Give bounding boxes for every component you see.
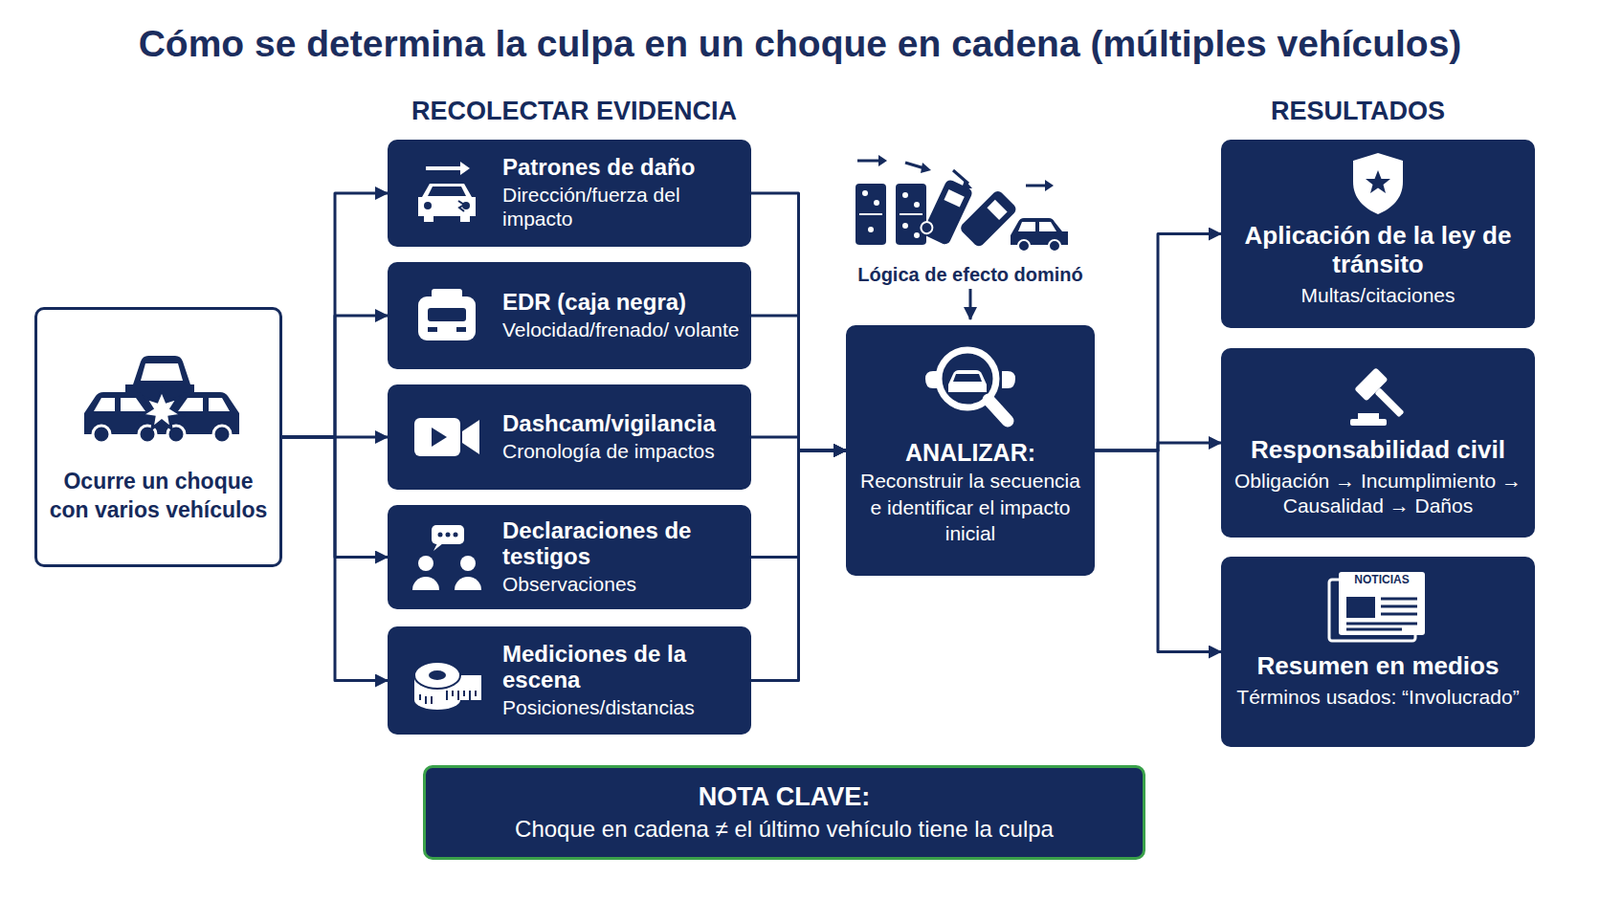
icon <box>408 523 486 593</box>
start-box: Ocurre un choque con varios vehículos <box>34 307 283 568</box>
box-heading: EDR (caja negra) <box>502 289 744 316</box>
box-heading: Patrones de daño <box>502 155 744 181</box>
box-heading: Resumen en medios <box>1257 652 1500 682</box>
box-body: Observaciones <box>502 572 744 598</box>
section-label: RESULTADOS <box>1166 96 1550 127</box>
box-body: Obligación → Incumplimiento → Causalidad… <box>1232 468 1524 520</box>
connector <box>751 437 846 451</box>
result-box: Resumen en mediosTérminos usados: “Invol… <box>1221 556 1535 748</box>
connector <box>1094 234 1222 452</box>
box-heading: Responsabilidad civil <box>1250 436 1506 466</box>
evidence-box: EDR (caja negra)Velocidad/frenado/ volan… <box>387 262 752 370</box>
box-heading: Declaraciones de testigos <box>502 518 744 571</box>
leader-arrow <box>969 288 973 320</box>
box-body: Choque en cadena ≠ el último vehículo ti… <box>514 814 1054 845</box>
newspaper-label: NOTICIAS <box>1338 573 1425 587</box>
box-heading: Mediciones de la escena <box>502 642 744 694</box>
evidence-box: Declaraciones de testigosObservaciones <box>387 505 752 610</box>
box-heading: NOTA CLAVE: <box>698 781 870 815</box>
evidence-box: Mediciones de la escenaPosiciones/distan… <box>387 626 752 735</box>
icon <box>408 402 486 472</box>
result-box: Responsabilidad civilObligación → Incump… <box>1221 348 1535 538</box>
connector <box>282 315 388 438</box>
section-label: RECOLECTAR EVIDENCIA <box>287 96 862 127</box>
title: Cómo se determina la culpa en un choque … <box>0 22 1600 66</box>
connector <box>751 193 846 451</box>
connector <box>282 193 388 438</box>
connector <box>282 437 388 682</box>
dominoes <box>855 177 1068 252</box>
box-heading: ANALIZAR: <box>905 438 1036 468</box>
analysis-box: ANALIZAR:Reconstruir la secuencia e iden… <box>845 325 1095 577</box>
box-body: Multas/citaciones <box>1300 283 1455 309</box>
box-heading: Aplicación de la ley de tránsito <box>1232 222 1524 280</box>
box-body: Dirección/fuerza del impacto <box>502 182 744 232</box>
box-body: Cronología de impactos <box>502 439 744 465</box>
evidence-box: Patrones de dañoDirección/fuerza del imp… <box>387 139 752 247</box>
box-body: Posiciones/distancias <box>502 695 744 721</box>
connector <box>751 315 846 451</box>
connector <box>1094 450 1222 653</box>
icon <box>408 646 486 716</box>
box-heading: Ocurre un choque con varios vehículos <box>48 467 268 526</box>
icon <box>408 158 486 228</box>
icon <box>408 281 486 351</box>
key-note-box: NOTA CLAVE:Choque en cadena ≠ el último … <box>422 765 1146 861</box>
box-body: Reconstruir la secuencia e identificar e… <box>857 467 1084 547</box>
result-box: Aplicación de la ley de tránsitoMultas/c… <box>1221 139 1535 329</box>
box-heading: Dashcam/vigilancia <box>502 411 744 438</box>
icon <box>1344 361 1412 429</box>
icon <box>917 336 1023 433</box>
box-body: Términos usados: “Involucrado” <box>1236 685 1519 711</box>
icon <box>1344 149 1412 217</box>
icon <box>80 334 244 450</box>
section-label: Lógica de efecto dominó <box>826 264 1114 287</box>
evidence-box: Dashcam/vigilanciaCronología de impactos <box>387 384 752 490</box>
box-body: Velocidad/frenado/ volante <box>502 317 744 343</box>
connector <box>751 450 846 682</box>
